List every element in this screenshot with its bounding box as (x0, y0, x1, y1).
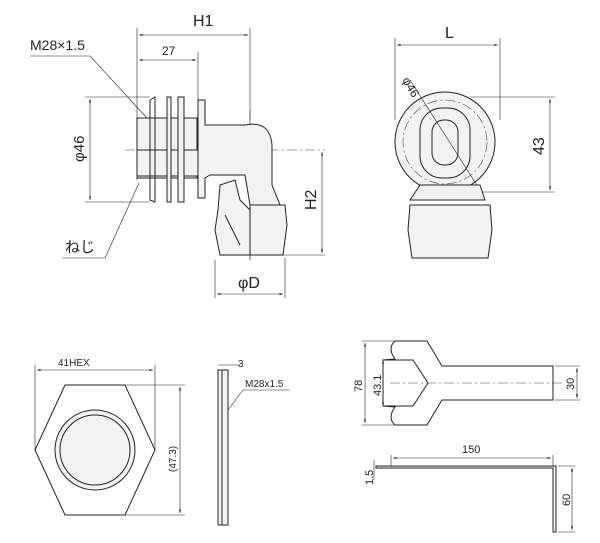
dim-30-label: 30 (565, 378, 577, 390)
h1-label: H1 (193, 13, 214, 30)
dia-46-label: φ46 (71, 136, 88, 162)
front-view: L φ46 43 (394, 25, 555, 259)
dim-43-label: 43 (531, 137, 548, 155)
thread-label: M28×1.5 (30, 37, 85, 53)
screw-leader (62, 182, 140, 259)
dia-d-label: φD (238, 275, 260, 292)
thread-leader (30, 55, 148, 119)
dim-27-label: 27 (162, 44, 176, 58)
h2-label: H2 (303, 189, 320, 210)
dim-47-3-label: (47.3) (168, 446, 179, 472)
nut-view: 41HEX (47.3) 3 M28x1.5 (34, 358, 290, 526)
elbow-side-view: H1 27 M28×1.5 φ46 ねじ H2 φD (30, 13, 325, 298)
screw-label: ねじ (65, 239, 95, 256)
dim-3-label: 3 (238, 359, 244, 370)
dia-46-label: φ46 (399, 75, 422, 101)
wrench-view: 78 43.1 30 150 1.5 60 (353, 340, 580, 533)
dim-43-1-label: 43.1 (372, 375, 384, 396)
l-label: L (445, 25, 454, 42)
hex-label: 41HEX (58, 358, 90, 369)
dim-60-label: 60 (561, 494, 573, 506)
dim-78-label: 78 (353, 380, 365, 392)
dim-1-5-label: 1.5 (364, 470, 376, 485)
dim-150-label: 150 (462, 444, 480, 456)
thread-label: M28x1.5 (245, 379, 284, 390)
